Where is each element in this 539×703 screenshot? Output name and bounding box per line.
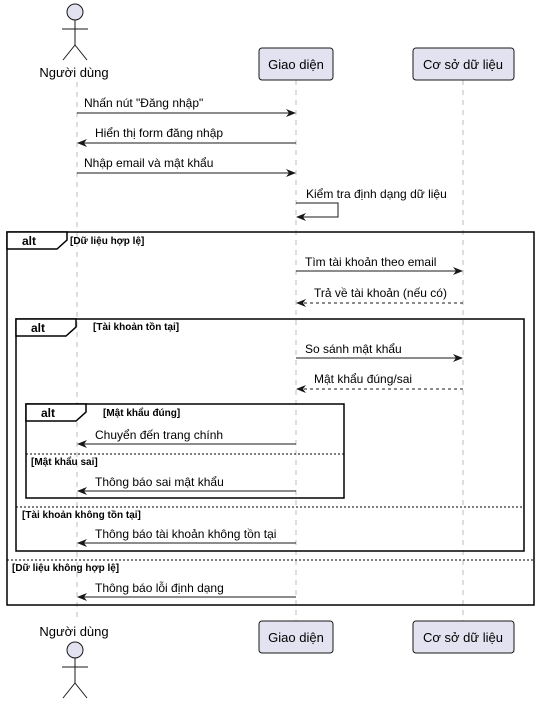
participant-ui-label-bottom: Giao diện	[268, 630, 324, 645]
alt-tab-inner	[25, 403, 87, 422]
alt-tag-inner: alt	[41, 406, 55, 420]
participant-db-label-top: Cơ sở dữ liệu	[423, 57, 503, 72]
message-label-12: Thông báo lỗi định dạng	[95, 580, 224, 595]
message-arrow-4	[296, 202, 339, 221]
participant-db-label-bottom: Cơ sở dữ liệu	[423, 630, 503, 645]
participant-ui-box-top	[258, 47, 334, 81]
message-label-9: Chuyển đến trang chính	[95, 428, 223, 442]
participant-ui-label-top: Giao diện	[268, 57, 324, 72]
message-label-11: Thông báo tài khoản không tồn tại	[95, 527, 276, 541]
actor-user-label-top: Người dùng	[39, 65, 108, 80]
message-label-2: Hiển thị form đăng nhập	[95, 126, 223, 140]
alt-tab-outer	[6, 231, 68, 250]
guard-outer-else: [Dữ liệu không hợp lệ]	[12, 563, 119, 574]
guard-outer: [Dữ liệu hợp lệ]	[70, 236, 144, 247]
participant-ui-box-bottom	[258, 620, 334, 654]
actor-user-label-bottom: Người dùng	[39, 624, 108, 639]
participant-db-box-top	[412, 47, 515, 81]
message-label-10: Thông báo sai mật khẩu	[95, 475, 224, 489]
actor-user-top	[62, 3, 88, 61]
alt-frame-middle	[15, 318, 525, 552]
guard-middle-else: [Tài khoản không tồn tại]	[22, 509, 141, 521]
alt-tab-middle	[15, 318, 77, 337]
guard-inner-else: [Mật khẩu sai]	[31, 456, 98, 468]
participant-db-box-bottom	[412, 620, 515, 654]
alt-frame-inner	[25, 403, 345, 499]
message-label-8: Mật khẩu đúng/sai	[314, 372, 412, 386]
message-label-7: So sánh mật khẩu	[305, 342, 402, 356]
alt-tag-outer: alt	[22, 234, 36, 248]
message-label-4: Kiểm tra định dạng dữ liệu	[306, 187, 447, 201]
message-label-3: Nhập email và mật khẩu	[84, 156, 213, 170]
guard-inner: [Mật khẩu đúng]	[103, 407, 180, 419]
alt-frame-outer	[6, 231, 535, 606]
message-label-6: Trả về tài khoản (nếu có)	[314, 286, 447, 300]
alt-tag-middle: alt	[31, 321, 45, 335]
message-label-1: Nhấn nút "Đăng nhập"	[84, 96, 203, 110]
message-label-5: Tìm tài khoản theo email	[305, 255, 436, 269]
actor-user-bottom	[62, 641, 88, 699]
guard-middle: [Tài khoản tồn tại]	[93, 321, 179, 333]
